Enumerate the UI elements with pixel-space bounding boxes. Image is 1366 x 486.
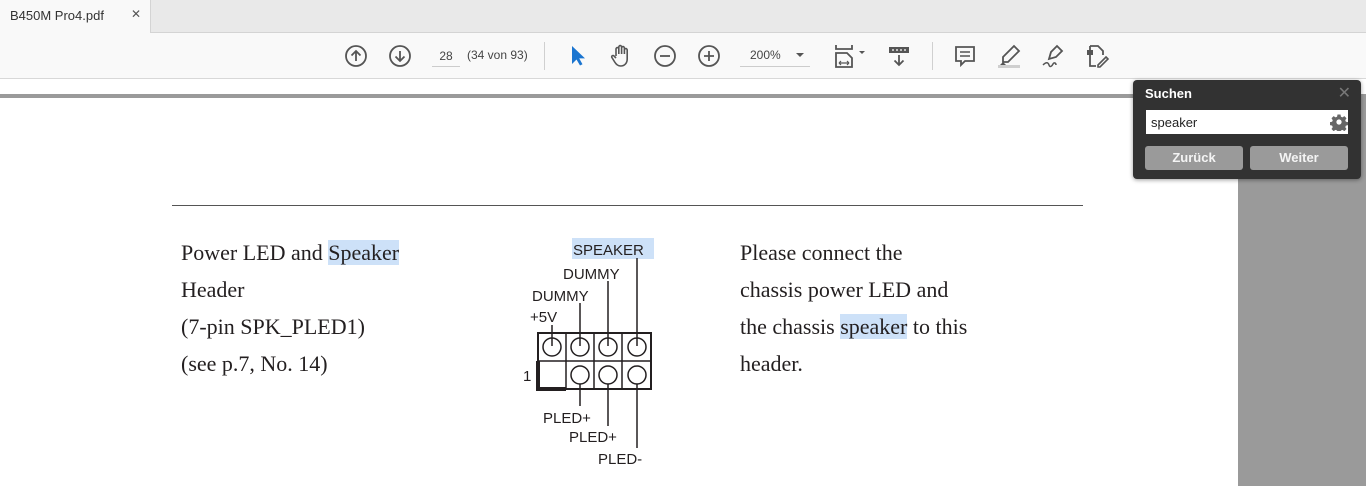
- comment-icon: [955, 46, 975, 68]
- label-speaker: SPEAKER: [573, 242, 644, 259]
- toolbar-divider: [932, 42, 933, 70]
- find-previous-button[interactable]: Zurück: [1145, 146, 1243, 170]
- hand-tool-button[interactable]: [608, 43, 634, 69]
- next-page-button[interactable]: [387, 43, 413, 69]
- zoom-level-value: 200%: [750, 48, 781, 62]
- select-tool-button[interactable]: [564, 43, 590, 69]
- fill-sign-button[interactable]: [1084, 43, 1110, 69]
- find-title: Suchen: [1145, 86, 1192, 101]
- heading-line-2: Header: [181, 277, 245, 302]
- sign-button[interactable]: [1040, 43, 1066, 69]
- tab-title: B450M Pro4.pdf: [10, 8, 104, 23]
- zoom-out-icon: [654, 45, 676, 67]
- toolbar: (34 von 93) 200%: [0, 33, 1366, 79]
- heading-line-4: (see p.7, No. 14): [181, 351, 328, 376]
- sign-icon: [1042, 44, 1064, 68]
- comment-button[interactable]: [952, 43, 978, 69]
- zoom-out-button[interactable]: [652, 43, 678, 69]
- close-tab-icon[interactable]: ✕: [131, 7, 142, 21]
- header-pinout-diagram: SPEAKER DUMMY DUMMY +5V: [523, 238, 654, 468]
- page-number-input[interactable]: [432, 45, 460, 67]
- previous-page-button[interactable]: [343, 43, 369, 69]
- heading-line-3: (7-pin SPK_PLED1): [181, 314, 365, 339]
- toolbar-divider: [544, 42, 545, 70]
- fit-page-button[interactable]: [832, 43, 868, 69]
- zoom-in-button[interactable]: [696, 43, 722, 69]
- section-description: Please connect the chassis power LED and…: [740, 234, 967, 382]
- arrow-down-circle-icon: [389, 45, 411, 67]
- document-tab[interactable]: B450M Pro4.pdf ✕: [0, 0, 151, 33]
- desc-line-4: header.: [740, 351, 803, 376]
- search-input[interactable]: [1146, 110, 1348, 134]
- search-highlight: speaker: [840, 314, 908, 339]
- zoom-level-dropdown[interactable]: 200%: [740, 45, 810, 67]
- horizontal-rule: [172, 205, 1083, 206]
- scroll-mode-icon: [889, 47, 909, 67]
- label-pin-1: 1: [523, 368, 531, 385]
- desc-line-2: chassis power LED and: [740, 277, 949, 302]
- fit-page-icon: [835, 45, 865, 68]
- fill-sign-icon: [1087, 45, 1110, 68]
- label-pled-plus-2: PLED+: [569, 429, 617, 446]
- page-count: (34 von 93): [467, 48, 528, 62]
- scroll-mode-button[interactable]: [886, 43, 912, 69]
- pdf-page: Power LED and Speaker Header (7-pin SPK_…: [0, 98, 1238, 486]
- page-border: [0, 94, 1238, 98]
- gear-icon[interactable]: [1330, 113, 1348, 131]
- label-5v: +5V: [530, 309, 557, 326]
- chevron-down-icon: [796, 53, 804, 57]
- heading-line-1: Power LED and Speaker: [181, 240, 400, 265]
- desc-line-1: Please connect the: [740, 240, 903, 265]
- label-dummy-1: DUMMY: [563, 266, 620, 283]
- label-pled-minus: PLED-: [598, 451, 642, 468]
- find-panel: Suchen ✕ Zurück Weiter: [1133, 80, 1361, 179]
- tab-bar: B450M Pro4.pdf ✕: [0, 0, 1366, 33]
- search-highlight: Speaker: [328, 240, 400, 265]
- section-heading: Power LED and Speaker Header (7-pin SPK_…: [181, 234, 400, 382]
- select-cursor-icon: [572, 46, 585, 66]
- highlight-icon: [998, 44, 1021, 68]
- hand-icon: [610, 44, 628, 67]
- zoom-in-icon: [698, 45, 720, 67]
- find-next-button[interactable]: Weiter: [1250, 146, 1348, 170]
- close-icon[interactable]: ✕: [1337, 83, 1351, 102]
- arrow-up-circle-icon: [345, 45, 367, 67]
- desc-line-3: the chassis speaker to this: [740, 314, 968, 339]
- label-dummy-2: DUMMY: [532, 288, 589, 305]
- label-pled-plus-1: PLED+: [543, 410, 591, 427]
- highlight-button[interactable]: [996, 43, 1022, 69]
